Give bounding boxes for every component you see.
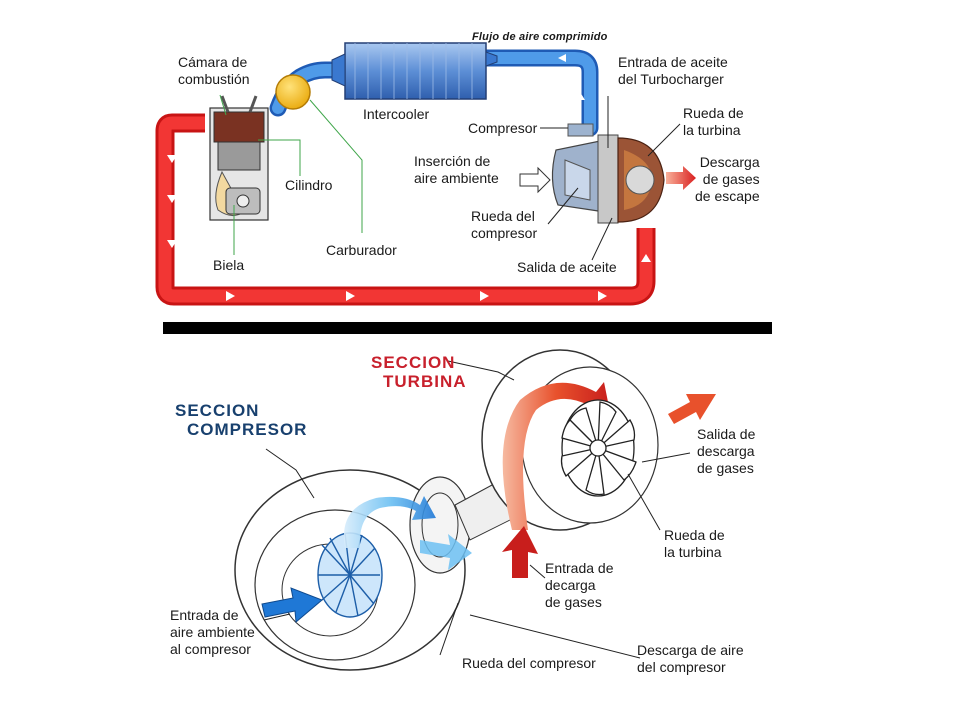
exhaust-inlet-arrow	[502, 526, 538, 578]
label-salida-descarga: Salida de descarga de gases	[697, 426, 756, 476]
turbine-gas-flow	[502, 382, 610, 530]
label-rueda-turbina-bottom: Rueda de la turbina	[664, 527, 725, 560]
carburetor	[275, 74, 311, 110]
label-entrada-aire-compresor: Entrada de aire ambiente al compresor	[170, 607, 255, 657]
exhaust-outlet-arrow	[668, 394, 716, 424]
label-flujo-aire: Flujo de aire comprimido	[472, 31, 608, 43]
exhaust-flow-arrows	[167, 155, 651, 301]
bottom-pointer-lines	[263, 360, 691, 659]
label-descarga-aire-compresor: Descarga de aire del compresor	[637, 642, 744, 675]
label-biela: Biela	[213, 257, 245, 273]
label-entrada-aceite: Entrada de aceite del Turbocharger	[618, 54, 728, 87]
top-pointer-lines	[540, 96, 681, 261]
compressor-air-flow	[343, 496, 436, 548]
label-compresor: Compresor	[468, 120, 538, 136]
label-rueda-compresor-bottom: Rueda del compresor	[462, 655, 596, 671]
label-insercion-aire: Inserción de aire ambiente	[414, 153, 499, 186]
label-camara-combustion: Cámara de combustión	[178, 54, 250, 87]
label-descarga-escape: Descarga de gases de escape	[695, 154, 760, 204]
ambient-air-inlet-arrow	[261, 587, 323, 624]
label-entrada-decarga: Entrada de decarga de gases	[545, 560, 614, 610]
exhaust-discharge-arrow	[666, 166, 696, 190]
label-cilindro: Cilindro	[285, 177, 333, 193]
title-seccion-turbina: SECCION TURBINA	[371, 353, 467, 391]
label-rueda-compresor-top: Rueda del compresor	[471, 208, 538, 241]
turbine-wheel	[560, 399, 637, 497]
section-divider	[163, 322, 772, 334]
label-salida-aceite: Salida de aceite	[517, 259, 617, 275]
top-leader-lines	[219, 94, 363, 255]
label-rueda-turbina-top: Rueda de la turbina	[683, 105, 744, 138]
intercooler	[331, 42, 498, 100]
ambient-air-arrow	[519, 166, 551, 194]
turbocharger-top	[551, 123, 665, 224]
title-seccion-compresor: SECCION COMPRESOR	[175, 401, 308, 439]
air-flow-arrows	[558, 54, 585, 100]
label-carburador: Carburador	[326, 242, 397, 258]
engine-cylinder	[209, 95, 269, 221]
label-intercooler: Intercooler	[363, 106, 430, 122]
